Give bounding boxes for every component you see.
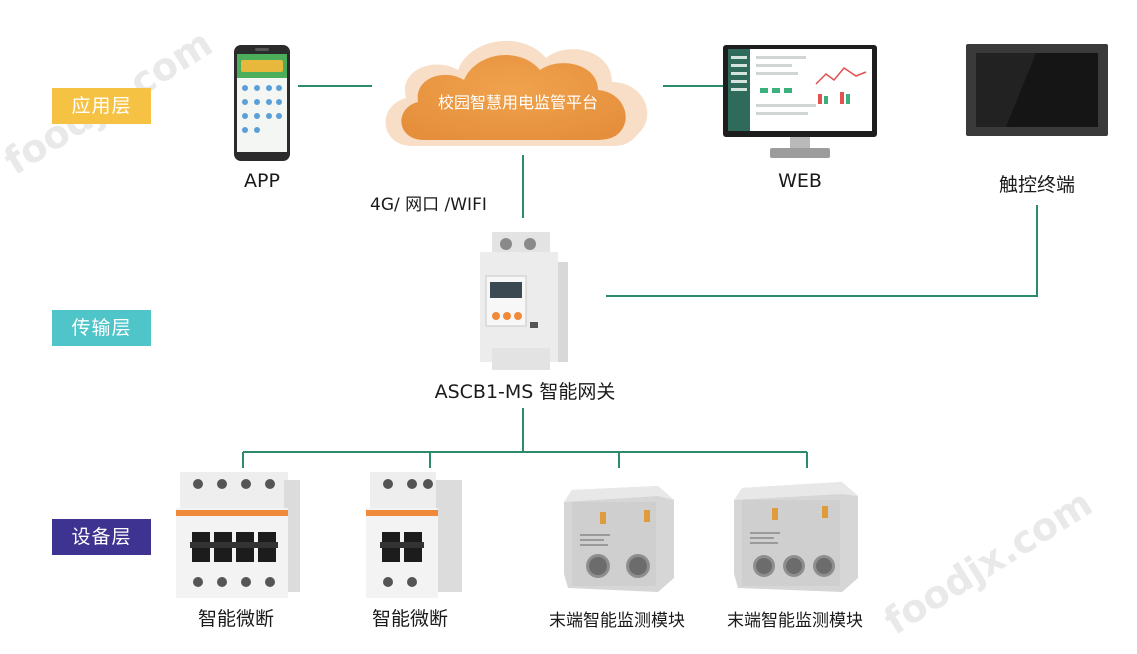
smartphone-icon — [234, 45, 290, 161]
transmission-layer-label: 传输层 — [52, 310, 151, 346]
web-label: WEB — [778, 170, 822, 192]
touch-terminal-label: 触控终端 — [998, 174, 1075, 196]
cloud-platform-label: 校园智慧用电监管平台 — [437, 93, 598, 112]
monitoring-module-3hole-icon — [734, 482, 858, 592]
device-4-label: 末端智能监测模块 — [727, 611, 863, 631]
monitoring-module-icon — [564, 486, 674, 592]
breaker-2pole-icon — [366, 472, 462, 598]
monitor-icon — [723, 45, 877, 158]
network-link-label: 4G/ 网口 /WIFI — [370, 195, 487, 215]
device-layer-label: 设备层 — [52, 519, 151, 555]
application-layer-label: 应用层 — [52, 88, 151, 124]
cloud-icon — [385, 40, 648, 146]
touch-panel-icon — [966, 44, 1108, 136]
gateway-label: ASCB1-MS 智能网关 — [434, 381, 616, 403]
gateway-device-icon — [480, 232, 568, 370]
breaker-4pole-icon — [176, 472, 300, 598]
device-1-label: 智能微断 — [197, 608, 274, 630]
app-label: APP — [244, 170, 280, 192]
touch-gateway-line — [606, 205, 1038, 297]
device-2-label: 智能微断 — [371, 608, 448, 630]
device-3-label: 末端智能监测模块 — [549, 611, 685, 631]
